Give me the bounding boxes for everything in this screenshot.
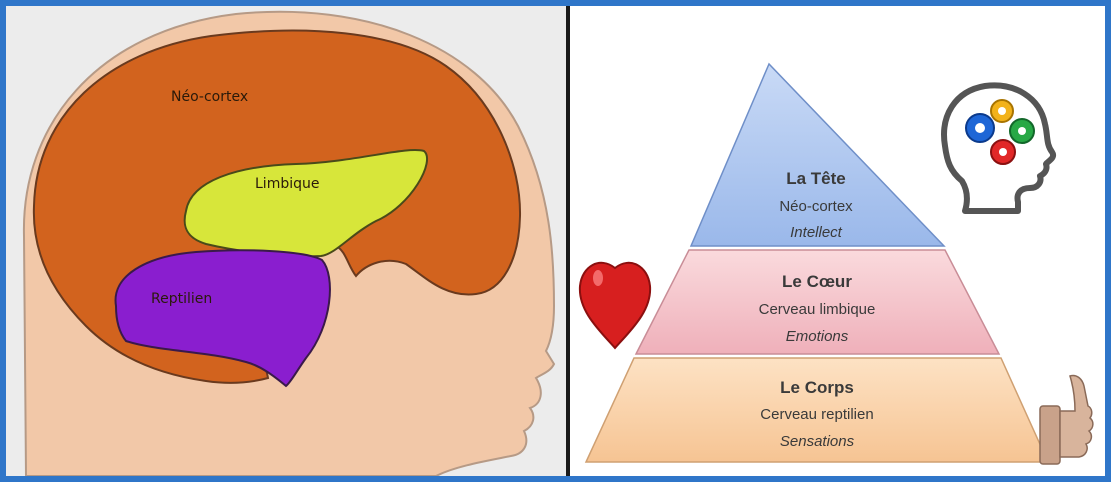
limbique-label: Limbique [255,176,319,192]
neocortex-label: Néo-cortex [171,89,248,105]
tier-top-subtitle: Néo-cortex [779,198,853,215]
tier-middle-title: Le Cœur [782,272,852,291]
brain-pyramid-diagram: La Tête Néo-cortex Intellect Le Cœur Cer… [570,6,1105,476]
tier-bottom-title: Le Corps [780,378,854,397]
pyramid-tier-middle [634,249,1001,355]
pyramid-svg: La Tête Néo-cortex Intellect Le Cœur Cer… [578,62,1094,465]
pyramid-tier-top [689,62,946,247]
tier-top-caption: Intellect [790,224,843,241]
reptilien-label: Reptilien [151,291,212,307]
limbique-region [183,149,429,258]
tier-bottom-caption: Sensations [780,433,855,450]
tier-middle-caption: Emotions [786,328,849,345]
tier-top-title: La Tête [786,169,846,188]
heart-icon [578,261,652,350]
panel-divider [566,6,570,476]
head-with-gears-icon [941,82,1057,214]
tier-middle-subtitle: Cerveau limbique [759,301,876,318]
reptilien-region [114,249,331,388]
tier-bottom-subtitle: Cerveau reptilien [760,406,873,423]
thumbs-up-icon [1039,374,1094,465]
brain-head-svg: Néo-cortex Limbique Reptilien [22,10,556,476]
brain-head-diagram: Néo-cortex Limbique Reptilien [6,6,568,476]
